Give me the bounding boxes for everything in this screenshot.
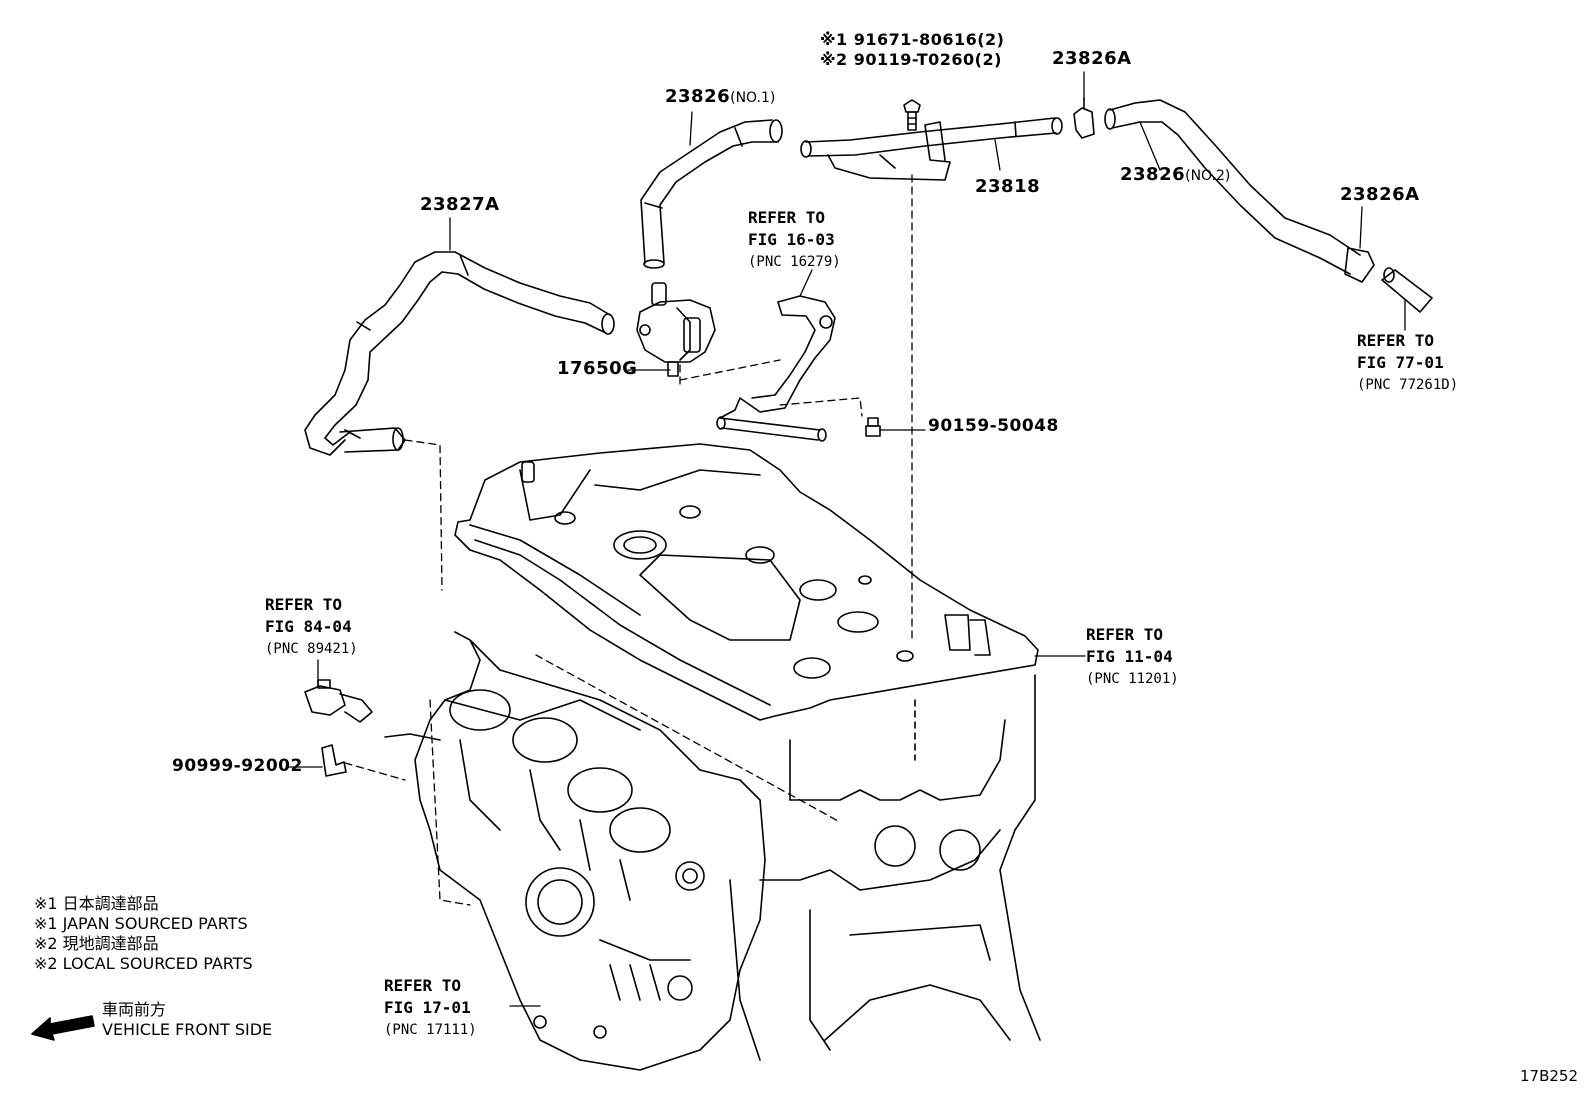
front-arrow-icon	[32, 1016, 94, 1040]
refer-fig-77-01[interactable]: REFER TO FIG 77-01 (PNC 77261D)	[1357, 330, 1458, 396]
bolt-91671	[904, 100, 920, 130]
part-variant: (NO.1)	[730, 90, 776, 106]
figure-code: 17B252	[1519, 1067, 1578, 1085]
part-label-17650g[interactable]: 17650G	[557, 358, 638, 379]
pipe-23818	[801, 118, 1062, 180]
refer-line-2: FIG 17-01	[384, 998, 471, 1017]
part-number: 23826	[665, 86, 731, 107]
refer-pnc: (PNC 77261D)	[1357, 377, 1459, 393]
legend-line-4: ※2 LOCAL SOURCED PARTS	[34, 954, 253, 973]
fitting-90999	[322, 745, 346, 776]
legend-line-2: ※1 JAPAN SOURCED PARTS	[34, 914, 248, 933]
refer-fig-16-03[interactable]: REFER TO FIG 16-03 (PNC 16279)	[748, 207, 841, 273]
refer-line-1: REFER TO	[265, 595, 343, 614]
hose-23827a	[305, 252, 614, 455]
refer-fig-11-04[interactable]: REFER TO FIG 11-04 (PNC 11201)	[1086, 624, 1179, 690]
leader-lines	[286, 72, 1405, 1006]
legend-line-1: ※1 日本調達部品	[34, 894, 159, 913]
refer-line-2: FIG 11-04	[1086, 647, 1173, 666]
cylinder-head-cover	[455, 444, 1038, 720]
engine-block	[730, 675, 1040, 1060]
part-label-23826a-right[interactable]: 23826A	[1340, 184, 1420, 205]
direction-en: VEHICLE FRONT SIDE	[102, 1020, 273, 1039]
bracket-fig16	[717, 296, 835, 441]
part-label-23826-no2[interactable]: 23826(NO.2)	[1120, 166, 1230, 184]
refer-line-2: FIG 84-04	[265, 617, 352, 636]
refer-line-1: REFER TO	[384, 976, 462, 995]
refer-fig-17-01[interactable]: REFER TO FIG 17-01 (PNC 17111)	[384, 975, 477, 1041]
bolt-90159	[866, 418, 880, 436]
part-number: 23826	[1120, 164, 1186, 185]
refer-pnc: (PNC 17111)	[384, 1022, 477, 1038]
vsv-17650g	[637, 283, 715, 376]
refer-line-1: REFER TO	[1357, 331, 1435, 350]
hose-23826-no1	[641, 120, 782, 268]
dashed-guides	[345, 175, 912, 905]
part-label-90999-92002[interactable]: 90999-92002	[172, 756, 303, 776]
intake-manifold	[385, 632, 765, 1070]
bolt-note-2[interactable]: ※2 90119-T0260(2)	[820, 50, 1002, 69]
refer-fig-84-04[interactable]: REFER TO FIG 84-04 (PNC 89421)	[265, 594, 358, 660]
legend-line-3: ※2 現地調達部品	[34, 934, 159, 953]
refer-pnc: (PNC 11201)	[1086, 671, 1179, 687]
direction-jp: 車両前方	[102, 1000, 167, 1019]
hose-23826-no2	[1105, 100, 1432, 312]
refer-line-1: REFER TO	[748, 208, 826, 227]
part-label-23827a[interactable]: 23827A	[420, 194, 500, 215]
part-label-90159-50048[interactable]: 90159-50048	[928, 416, 1059, 436]
refer-pnc: (PNC 16279)	[748, 254, 841, 270]
part-label-23826-no1[interactable]: 23826(NO.1)	[665, 88, 775, 106]
refer-line-2: FIG 77-01	[1357, 353, 1444, 372]
part-variant: (NO.2)	[1185, 168, 1231, 184]
bolt-note-1[interactable]: ※1 91671-80616(2)	[820, 30, 1005, 49]
part-label-23826a-top[interactable]: 23826A	[1052, 48, 1132, 69]
refer-line-2: FIG 16-03	[748, 230, 835, 249]
part-label-23818[interactable]: 23818	[975, 176, 1041, 197]
refer-pnc: (PNC 89421)	[265, 641, 358, 657]
clamp-23826a-top	[1074, 98, 1094, 138]
sensor-fig84	[305, 680, 372, 722]
refer-line-1: REFER TO	[1086, 625, 1164, 644]
